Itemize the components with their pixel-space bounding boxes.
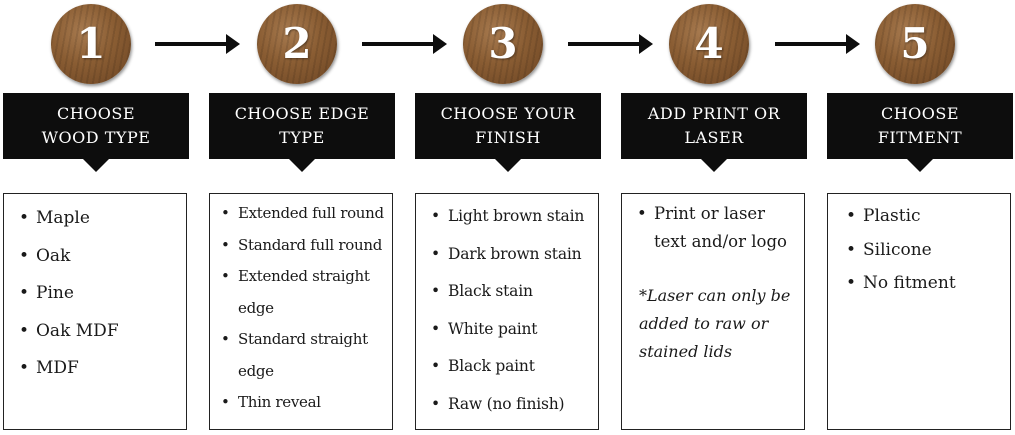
list-item: Extended full round bbox=[221, 198, 388, 230]
options-box: Light brown stain Dark brown stain Black… bbox=[415, 193, 599, 430]
step-3: 3 CHOOSE YOUR FINISH Light brown stain D… bbox=[415, 0, 601, 435]
list-item: Black paint bbox=[431, 348, 598, 386]
list-item: Print or laser text and/or logo bbox=[637, 200, 799, 256]
list-item: Pine bbox=[19, 275, 186, 313]
list-item: Dark brown stain bbox=[431, 236, 598, 274]
step-number-badge: 5 bbox=[875, 4, 955, 84]
step-title-line2: LASER bbox=[684, 128, 744, 147]
list-item: Thin reveal bbox=[221, 387, 388, 419]
step-number-badge: 2 bbox=[257, 4, 337, 84]
arrow-1-to-2 bbox=[155, 34, 240, 54]
list-item: MDF bbox=[19, 350, 186, 388]
list-item: Maple bbox=[19, 200, 186, 238]
list-item: Plastic bbox=[846, 200, 1010, 234]
laser-note: *Laser can only be added to raw or stain… bbox=[639, 286, 791, 361]
list-item: Light brown stain bbox=[431, 198, 598, 236]
step-number-badge: 1 bbox=[51, 4, 131, 84]
step-title-line2: FINISH bbox=[475, 128, 541, 147]
list-item: No fitment bbox=[846, 267, 1010, 301]
options-list: Plastic Silicone No fitment bbox=[828, 194, 1010, 301]
step-5: 5 CHOOSE FITMENT Plastic Silicone No fit… bbox=[827, 0, 1013, 435]
step-title-line2: TYPE bbox=[279, 128, 325, 147]
step-title-line1: CHOOSE bbox=[56, 104, 136, 123]
step-header: CHOOSE WOOD TYPE bbox=[3, 93, 189, 172]
step-number-badge: 3 bbox=[463, 4, 543, 84]
list-item: Oak MDF bbox=[19, 313, 186, 351]
options-list: Maple Oak Pine Oak MDF MDF bbox=[4, 194, 186, 388]
step-header: CHOOSE EDGE TYPE bbox=[209, 93, 395, 172]
list-item: Silicone bbox=[846, 234, 1010, 268]
list-item: Standard straight edge bbox=[221, 324, 378, 387]
step-title-line1: ADD PRINT OR bbox=[647, 104, 781, 123]
list-item: Raw (no finish) bbox=[431, 386, 598, 424]
arrow-3-to-4 bbox=[568, 34, 653, 54]
step-header: CHOOSE YOUR FINISH bbox=[415, 93, 601, 172]
step-title-line1: CHOOSE YOUR bbox=[440, 104, 576, 123]
arrow-2-to-3 bbox=[362, 34, 447, 54]
step-header: CHOOSE FITMENT bbox=[827, 93, 1013, 172]
options-box: Print or laser text and/or logo *Laser c… bbox=[621, 193, 805, 430]
step-title-line1: CHOOSE bbox=[880, 104, 960, 123]
options-list: Light brown stain Dark brown stain Black… bbox=[416, 194, 598, 423]
list-item: White paint bbox=[431, 311, 598, 349]
step-title-line1: CHOOSE EDGE bbox=[234, 104, 370, 123]
step-2: 2 CHOOSE EDGE TYPE Extended full round S… bbox=[209, 0, 395, 435]
step-number: 4 bbox=[694, 19, 724, 68]
step-header: ADD PRINT OR LASER bbox=[621, 93, 807, 172]
step-number: 5 bbox=[900, 19, 930, 68]
step-number: 1 bbox=[76, 19, 106, 68]
step-title-line2: FITMENT bbox=[877, 128, 963, 147]
step-number: 2 bbox=[282, 19, 312, 68]
options-box: Plastic Silicone No fitment bbox=[827, 193, 1011, 430]
step-title-line2: WOOD TYPE bbox=[41, 128, 151, 147]
options-box: Extended full round Standard full round … bbox=[209, 193, 393, 430]
step-4: 4 ADD PRINT OR LASER Print or laser text… bbox=[621, 0, 807, 435]
step-number: 3 bbox=[488, 19, 518, 68]
step-number-badge: 4 bbox=[669, 4, 749, 84]
step-1: 1 CHOOSE WOOD TYPE Maple Oak Pine Oak MD… bbox=[3, 0, 189, 435]
options-list: Print or laser text and/or logo bbox=[622, 194, 804, 256]
list-item: Black stain bbox=[431, 273, 598, 311]
list-item: Oak bbox=[19, 238, 186, 276]
options-list: Extended full round Standard full round … bbox=[210, 194, 392, 419]
list-item: Extended straight edge bbox=[221, 261, 378, 324]
options-box: Maple Oak Pine Oak MDF MDF bbox=[3, 193, 187, 430]
arrow-4-to-5 bbox=[775, 34, 860, 54]
list-item: Standard full round bbox=[221, 230, 388, 262]
